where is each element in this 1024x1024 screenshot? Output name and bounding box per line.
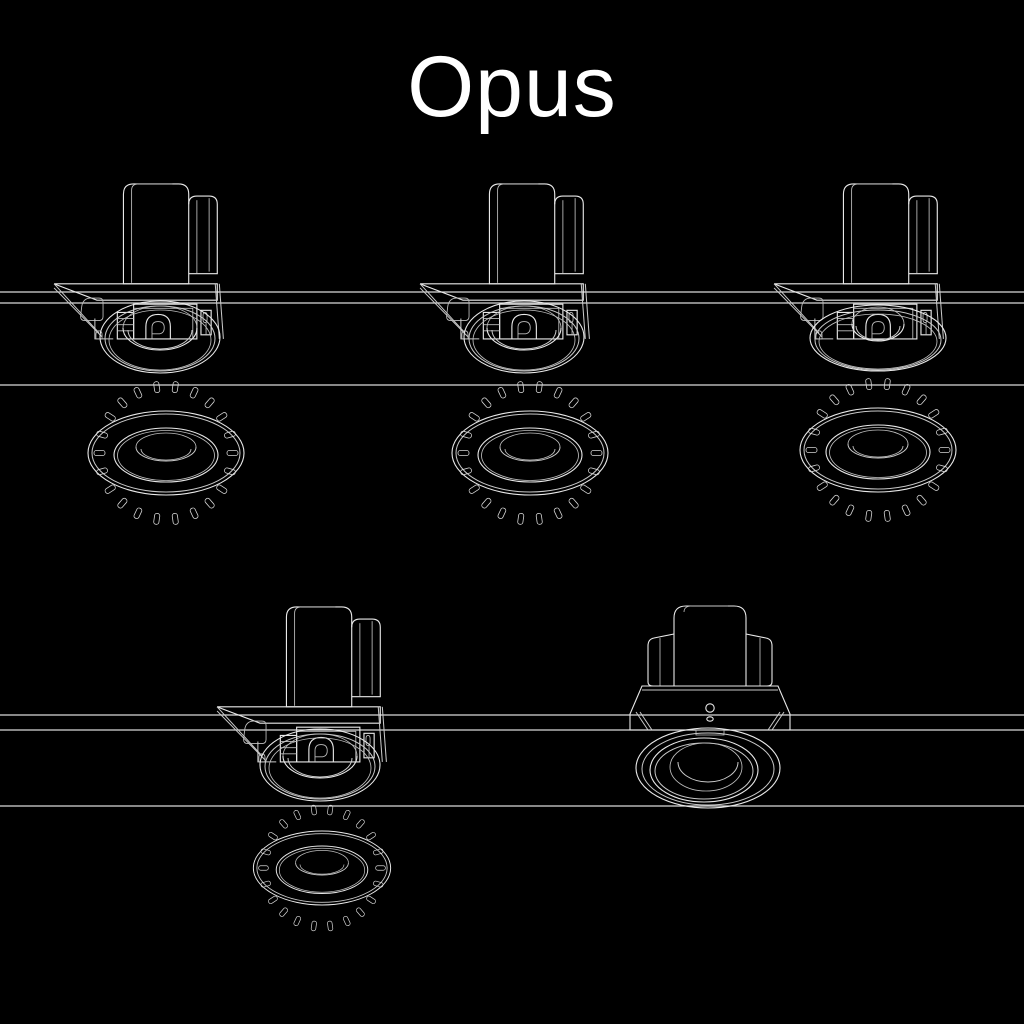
fixture-elevation-view — [629, 605, 791, 736]
fixture-column-5 — [629, 605, 791, 809]
trim-ring-perspective-view — [252, 804, 392, 932]
trim-bezel-front-view — [99, 300, 221, 374]
fixture-column-4 — [216, 606, 392, 932]
fixture-column-2 — [419, 183, 609, 526]
page-title: Opus — [407, 39, 617, 135]
ceiling-plane-lines-lower — [0, 714, 1024, 807]
trim-ring-perspective-view — [451, 380, 609, 526]
trim-ring-perspective-view — [87, 380, 245, 526]
ceiling-plane-lines-upper — [0, 291, 1024, 386]
upper-group — [0, 183, 1024, 526]
lower-group — [0, 605, 1024, 932]
fixture-elevation-view — [53, 183, 224, 340]
fixture-column-3 — [773, 183, 957, 523]
trim-bezel-front-view — [259, 728, 381, 802]
trim-ring-perspective-view — [799, 377, 957, 523]
fixture-column-1 — [53, 183, 245, 526]
trim-bezel-front-view — [635, 727, 781, 809]
trim-bezel-front-view — [463, 300, 585, 374]
